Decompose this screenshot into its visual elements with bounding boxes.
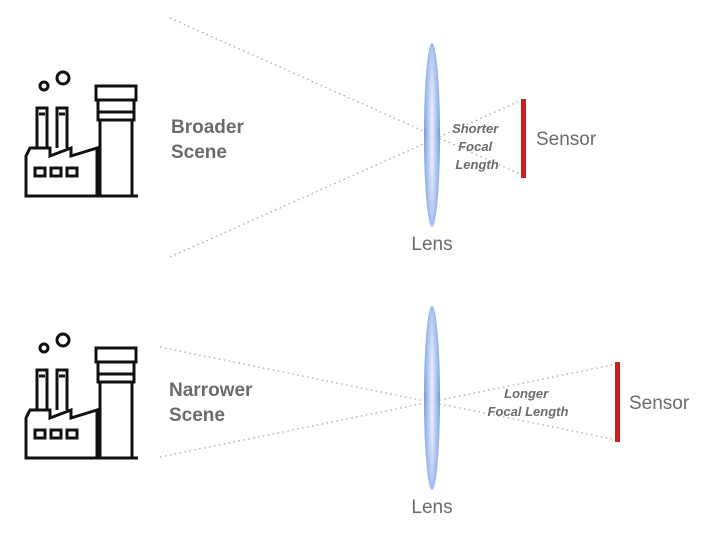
bottom-sensor-bar (615, 362, 620, 442)
factory-icon (24, 70, 140, 198)
top-panel: Broader Scene Lens Shorter Focal Length … (24, 17, 597, 258)
top-lens-label: Lens (411, 234, 452, 255)
factory-icon (24, 332, 140, 460)
top-scene-label: Broader Scene (171, 117, 249, 163)
bottom-scene-label: Narrower Scene (169, 380, 258, 426)
bottom-focal-label: Longer Focal Length (488, 386, 569, 419)
top-ray-lower (169, 99, 523, 258)
bottom-sensor-label: Sensor (629, 393, 690, 414)
top-focal-label: Shorter Focal Length (452, 121, 502, 172)
top-sensor-label: Sensor (536, 129, 597, 150)
top-ray-upper (169, 17, 523, 176)
bottom-panel: Narrower Scene Lens Longer Focal Length … (24, 306, 690, 518)
bottom-lens (424, 306, 440, 490)
bottom-lens-label: Lens (411, 497, 452, 518)
top-sensor-bar (521, 99, 526, 178)
top-lens (424, 43, 440, 227)
